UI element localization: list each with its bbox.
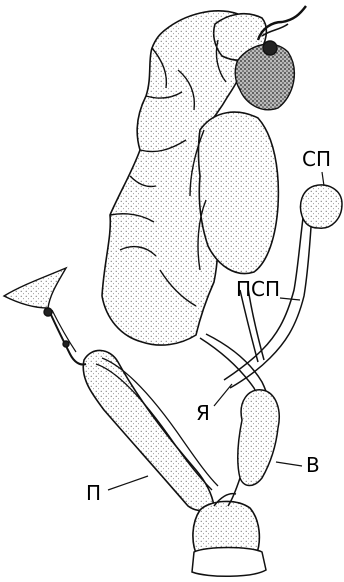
left-appendage: [4, 268, 86, 365]
label-p: П: [86, 481, 101, 505]
basal-plate: [192, 548, 266, 577]
spherical-sac: [301, 185, 343, 228]
bulb-sac: [238, 390, 279, 486]
label-psp: ПСП: [236, 277, 280, 301]
label-ya: Я: [196, 401, 210, 425]
elongated-sac: [83, 350, 214, 510]
label-sp: СП: [302, 147, 331, 171]
label-v: В: [306, 453, 320, 477]
